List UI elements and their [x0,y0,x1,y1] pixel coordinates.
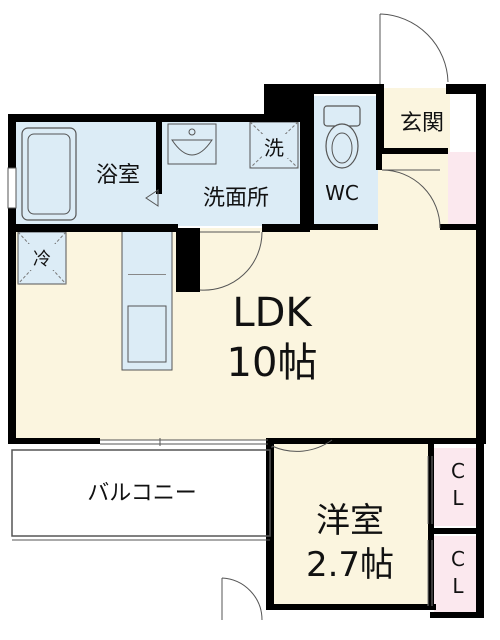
balcony-window [100,438,268,446]
toilet-icon [323,105,361,169]
kitchen-counter [121,227,173,371]
label-balcony: バルコニー [87,481,197,506]
label-ldk-size: 10帖 [227,340,318,386]
label-bath: 浴室 [96,163,140,188]
wash-basin-icon [167,123,217,165]
entrance-closet-floor [448,152,480,228]
walls [8,84,486,618]
closet-1-floor [434,448,482,526]
label-entrance: 玄関 [400,111,444,136]
label-fridge: 冷 [33,249,51,270]
bathtub-icon [21,127,77,221]
label-washer: 洗 [264,136,284,160]
label-wc: WC [325,181,359,205]
ldk-floor [12,228,482,440]
western-room-floor [272,440,432,610]
balcony-floor [14,450,270,538]
label-western-name: 洋室 [316,501,384,541]
label-western-size: 2.7帖 [306,545,394,585]
label-washroom: 洗面所 [203,186,269,211]
label-ldk-name: LDK [232,290,313,336]
bath-window [7,167,17,209]
closet-doors [427,456,433,606]
doors [145,13,449,621]
entrance-floor [378,88,450,228]
closet-2-floor [434,536,482,614]
balcony-rail [11,449,271,537]
washer-box [249,121,299,169]
